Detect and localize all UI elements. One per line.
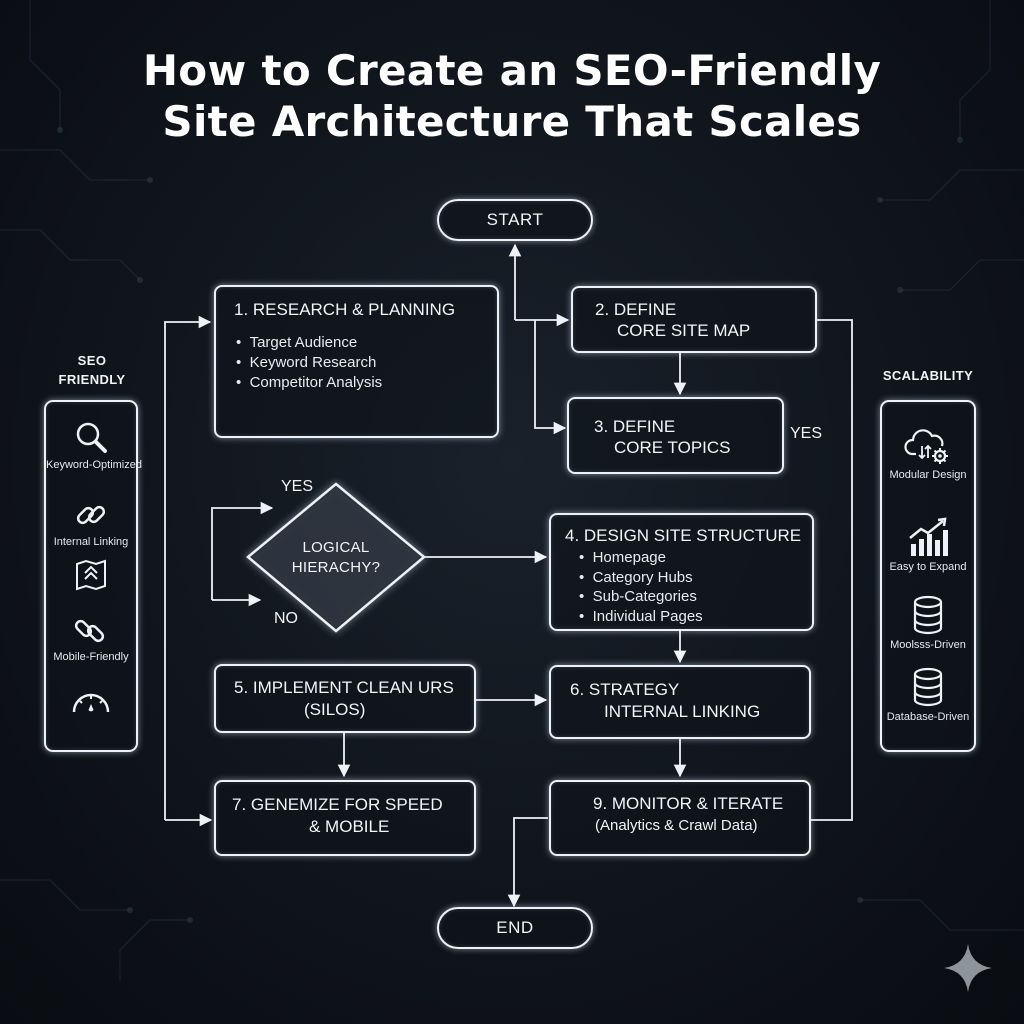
- sitemap-title-line-1: 2. DEFINE: [595, 300, 677, 319]
- scale-item-modular: Modular Design: [882, 424, 974, 481]
- topics-title-line-2: CORE TOPICS: [614, 438, 731, 457]
- linking-title-line-2: INTERNAL LINKING: [604, 702, 761, 721]
- urls-title-line-2: (SILOS): [304, 700, 366, 719]
- clean-urls-box: 5. IMPLEMENT CLEAN URS (SILOS): [214, 664, 476, 733]
- research-bullet: Competitor Analysis: [236, 373, 383, 393]
- core-topics-box: 3. DEFINE CORE TOPICS: [567, 397, 784, 474]
- internal-linking-box: 6. STRATEGY INTERNAL LINKING: [549, 665, 811, 739]
- speedometer-icon: [72, 693, 110, 713]
- structure-bullets: Homepage Category Hubs Sub-Categories In…: [579, 548, 703, 626]
- seo-friendly-panel: Keyword-Optimized Internal Linking Mobil…: [44, 400, 142, 752]
- speed-title-line-2: & MOBILE: [309, 817, 390, 836]
- scalability-panel: Modular Design Easy to Expand Moolsss-Dr…: [880, 400, 976, 752]
- scale-item-label: Easy to Expand: [889, 561, 967, 573]
- seo-heading-line-1: SEO: [77, 353, 107, 368]
- sitemap-title-line-2: CORE SITE MAP: [617, 321, 751, 340]
- seo-item-speed: [46, 684, 136, 719]
- urls-title-line-1: 5. IMPLEMENT CLEAN URS: [234, 678, 454, 697]
- start-terminal: START: [437, 199, 593, 241]
- scalability-panel-heading: SCALABILITY: [882, 368, 974, 383]
- structure-title: 4. DESIGN SITE STRUCTURE: [565, 526, 802, 545]
- scale-item-label: Database-Driven: [886, 711, 970, 723]
- chain-link-icon: [76, 505, 106, 525]
- growth-chart-icon: [909, 517, 948, 556]
- seo-item-label: Internal Linking: [53, 536, 129, 548]
- linking-title-line-1: 6. STRATEGY: [570, 680, 680, 699]
- decision-text: LOGICAL HIERACHY?: [276, 538, 396, 578]
- scale-item-expand: Easy to Expand: [882, 516, 974, 573]
- cloud-gear-icon: [904, 429, 948, 464]
- seo-item-label: Mobile-Friendly: [53, 651, 129, 663]
- topics-title-line-1: 3. DEFINE: [594, 417, 676, 436]
- research-bullet: Keyword Research: [236, 353, 382, 373]
- page-title-line-1: How to Create an SEO-Friendly: [142, 46, 882, 95]
- research-planning-box: 1. RESEARCH & PLANNING Target Audience K…: [214, 285, 499, 438]
- research-title: 1. RESEARCH & PLANNING: [234, 300, 456, 319]
- end-label: END: [496, 918, 534, 937]
- monitor-title-line-1: 9. MONITOR & ITERATE: [593, 794, 784, 813]
- decision-yes-label: YES: [281, 478, 314, 495]
- end-terminal: END: [437, 907, 593, 949]
- scale-item-database: Database-Driven: [882, 666, 974, 723]
- core-site-map-box: 2. DEFINE CORE SITE MAP: [571, 286, 817, 353]
- structure-bullet: Homepage: [579, 548, 703, 568]
- decision-no-label: NO: [274, 610, 298, 627]
- decision-line-1: LOGICAL: [302, 539, 370, 556]
- structure-bullet: Sub-Categories: [579, 587, 703, 607]
- chain-link-icon: [74, 619, 105, 643]
- seo-item-mobile: Mobile-Friendly: [46, 612, 136, 663]
- site-structure-box: 4. DESIGN SITE STRUCTURE Homepage Catego…: [549, 513, 814, 631]
- topics-yes-label: YES: [790, 425, 823, 442]
- decision-line-2: HIERACHY?: [291, 559, 381, 576]
- database-icon: [913, 595, 943, 635]
- seo-item-linking: Internal Linking: [46, 497, 136, 548]
- speed-title-line-1: 7. GENEMIZE FOR SPEED: [232, 795, 443, 814]
- scale-item-models: Moolsss-Driven: [882, 594, 974, 651]
- monitor-title-line-2: (Analytics & Crawl Data): [595, 817, 758, 834]
- monitor-iterate-box: 9. MONITOR & ITERATE (Analytics & Crawl …: [549, 780, 811, 856]
- seo-heading-line-2: FRIENDLY: [58, 372, 126, 387]
- research-bullets: Target Audience Keyword Research Competi…: [236, 333, 383, 393]
- page-title-line-2: Site Architecture That Scales: [162, 97, 862, 146]
- start-label: START: [486, 210, 544, 229]
- seo-panel-heading: SEO FRIENDLY: [42, 351, 142, 389]
- sitemap-icon: [76, 559, 106, 591]
- database-icon: [913, 667, 943, 707]
- magnifier-icon: [76, 422, 107, 453]
- structure-bullet: Individual Pages: [579, 607, 703, 627]
- seo-item-keyword: Keyword-Optimized: [46, 418, 142, 471]
- speed-mobile-box: 7. GENEMIZE FOR SPEED & MOBILE: [214, 780, 476, 856]
- scale-item-label: Modular Design: [889, 469, 967, 481]
- seo-item-label: Keyword-Optimized: [46, 459, 142, 471]
- research-bullet: Target Audience: [236, 333, 382, 353]
- seo-item-sitemap: [46, 558, 136, 595]
- structure-bullet: Category Hubs: [579, 568, 703, 588]
- scale-item-label: Moolsss-Driven: [890, 639, 966, 651]
